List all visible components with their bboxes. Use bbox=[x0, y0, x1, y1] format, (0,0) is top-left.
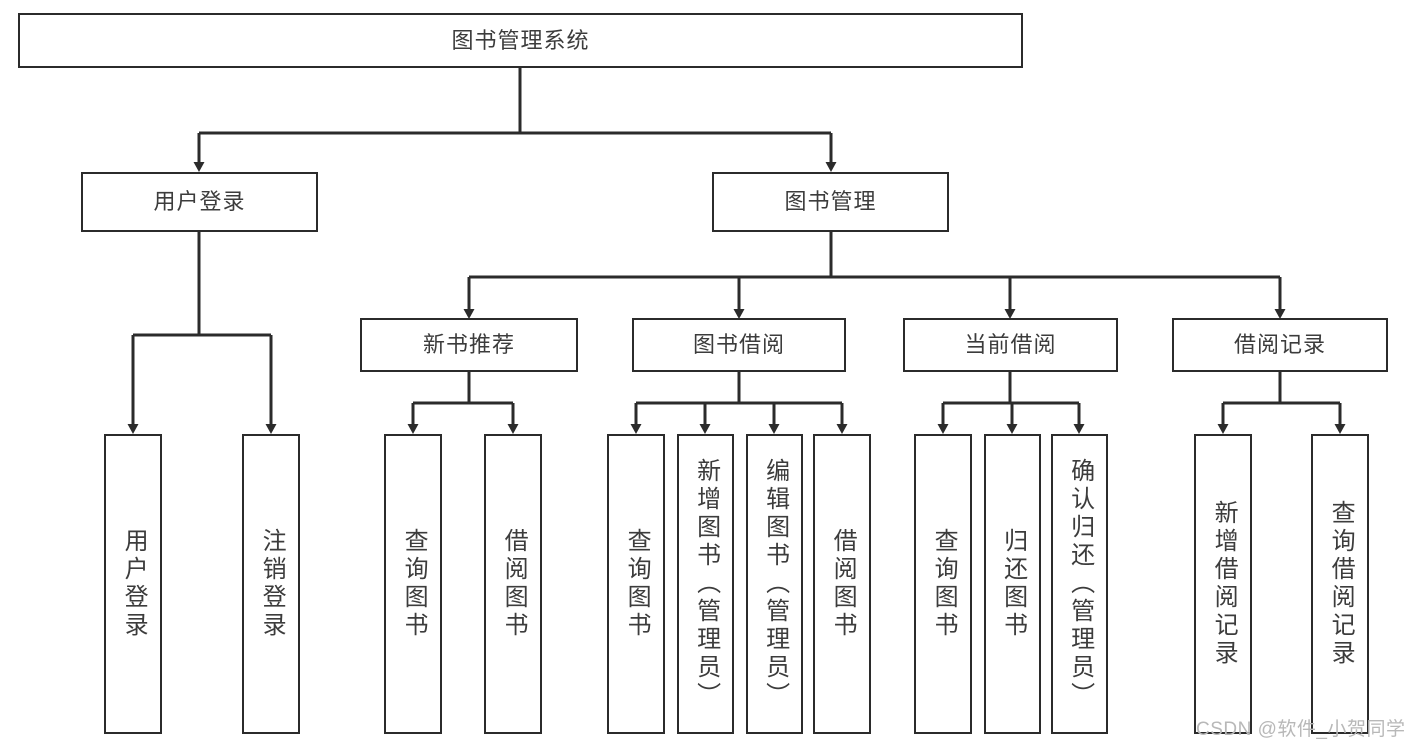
node-borrow-record[interactable]: 借阅记录 bbox=[1172, 318, 1388, 372]
node-leaf-query-record-label: 查询借阅记录 bbox=[1327, 500, 1355, 668]
node-new-book-recommend[interactable]: 新书推荐 bbox=[360, 318, 578, 372]
node-new-book-recommend-label: 新书推荐 bbox=[422, 332, 515, 358]
node-leaf-logout-login[interactable]: 注销登录 bbox=[242, 434, 300, 734]
node-leaf-borrow-book-2[interactable]: 借阅图书 bbox=[813, 434, 871, 734]
node-leaf-borrow-book-2-label: 借阅图书 bbox=[829, 528, 857, 640]
node-leaf-confirm-return[interactable]: 确认归还（管理员） bbox=[1051, 434, 1108, 734]
node-book-borrow[interactable]: 图书借阅 bbox=[632, 318, 846, 372]
node-book-manage[interactable]: 图书管理 bbox=[712, 172, 949, 232]
node-leaf-confirm-return-label: 确认归还（管理员） bbox=[1066, 458, 1094, 710]
node-leaf-add-book[interactable]: 新增图书（管理员） bbox=[677, 434, 734, 734]
node-leaf-query-book-2[interactable]: 查询图书 bbox=[607, 434, 665, 734]
node-borrow-record-label: 借阅记录 bbox=[1233, 332, 1326, 358]
node-leaf-query-book-3[interactable]: 查询图书 bbox=[914, 434, 972, 734]
node-root-label: 图书管理系统 bbox=[451, 27, 590, 53]
node-user-login-label: 用户登录 bbox=[153, 189, 246, 215]
node-leaf-add-record-label: 新增借阅记录 bbox=[1210, 500, 1238, 668]
node-leaf-query-book-3-label: 查询图书 bbox=[930, 528, 958, 640]
node-book-manage-label: 图书管理 bbox=[784, 189, 877, 215]
node-leaf-edit-book[interactable]: 编辑图书（管理员） bbox=[746, 434, 803, 734]
node-leaf-user-login-label: 用户登录 bbox=[120, 528, 148, 640]
node-leaf-add-book-label: 新增图书（管理员） bbox=[692, 458, 720, 710]
node-leaf-query-record[interactable]: 查询借阅记录 bbox=[1311, 434, 1369, 734]
node-leaf-query-book-2-label: 查询图书 bbox=[623, 528, 651, 640]
node-leaf-return-book[interactable]: 归还图书 bbox=[984, 434, 1041, 734]
node-book-borrow-label: 图书借阅 bbox=[692, 332, 785, 358]
node-leaf-user-login[interactable]: 用户登录 bbox=[104, 434, 162, 734]
node-user-login[interactable]: 用户登录 bbox=[81, 172, 318, 232]
node-leaf-query-book-1[interactable]: 查询图书 bbox=[384, 434, 442, 734]
node-leaf-borrow-book-1-label: 借阅图书 bbox=[500, 528, 528, 640]
node-leaf-edit-book-label: 编辑图书（管理员） bbox=[761, 458, 789, 710]
node-leaf-return-book-label: 归还图书 bbox=[999, 528, 1027, 640]
node-current-borrow-label: 当前借阅 bbox=[964, 332, 1057, 358]
csdn-watermark: CSDN @软件_小贺同学 bbox=[1196, 719, 1405, 740]
node-leaf-logout-login-label: 注销登录 bbox=[258, 528, 286, 640]
node-root[interactable]: 图书管理系统 bbox=[18, 13, 1023, 68]
node-leaf-query-book-1-label: 查询图书 bbox=[400, 528, 428, 640]
node-leaf-add-record[interactable]: 新增借阅记录 bbox=[1194, 434, 1252, 734]
node-leaf-borrow-book-1[interactable]: 借阅图书 bbox=[484, 434, 542, 734]
node-current-borrow[interactable]: 当前借阅 bbox=[903, 318, 1118, 372]
